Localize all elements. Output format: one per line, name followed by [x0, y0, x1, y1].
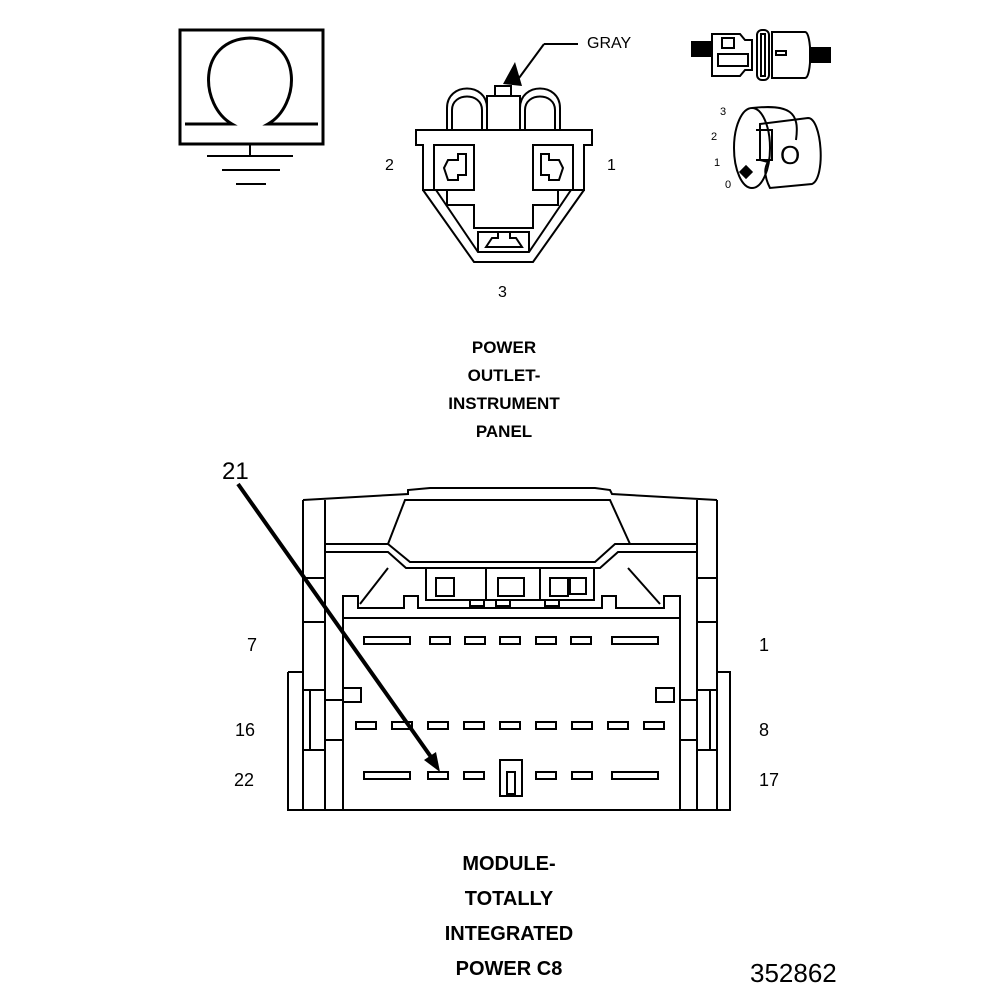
ignition-position-1: 1 — [714, 157, 721, 169]
callout-number: 21 — [222, 458, 249, 485]
ignition-key-icon — [733, 106, 822, 190]
outlet-caption-line-4: PANEL — [475, 422, 533, 441]
module-pin-label-7: 7 — [247, 635, 258, 655]
ignition-key-glyph: O — [780, 140, 801, 170]
module-pin-label-22: 22 — [234, 770, 255, 790]
tipm-pin-cavities — [355, 636, 665, 780]
module-caption-line-4: POWER C8 — [455, 958, 563, 980]
tipm-c8-connector — [236, 482, 731, 811]
ground-ohm-icon — [178, 28, 325, 185]
figure-number: 352862 — [750, 958, 837, 988]
power-outlet-connector — [415, 43, 593, 263]
outlet-pin-label-1: 1 — [607, 157, 616, 174]
ignition-position-3: 3 — [720, 106, 727, 118]
outlet-caption-line-2: OUTLET- — [467, 366, 541, 385]
outlet-caption: POWER OUTLET- INSTRUMENT PANEL — [404, 334, 604, 446]
module-pin-label-1: 1 — [759, 635, 770, 655]
ignition-position-0: 0 — [725, 179, 732, 191]
module-pin-label-8: 8 — [759, 720, 770, 740]
module-caption: MODULE- TOTALLY INTEGRATED POWER C8 — [389, 847, 629, 987]
outlet-caption-line-1: POWER — [471, 338, 537, 357]
module-pin-label-17: 17 — [759, 770, 780, 790]
module-caption-line-1: MODULE- — [462, 853, 556, 875]
connector-side-icon — [691, 29, 831, 81]
outlet-pin-label-2: 2 — [385, 157, 394, 174]
ignition-position-2: 2 — [711, 131, 718, 143]
module-pin-label-16: 16 — [235, 720, 256, 740]
module-caption-line-3: INTEGRATED — [444, 923, 574, 945]
wire-color-label: GRAY — [587, 35, 632, 52]
outlet-caption-line-3: INSTRUMENT — [448, 394, 560, 413]
outlet-pin-label-3: 3 — [498, 284, 507, 301]
module-caption-line-2: TOTALLY — [464, 888, 554, 910]
